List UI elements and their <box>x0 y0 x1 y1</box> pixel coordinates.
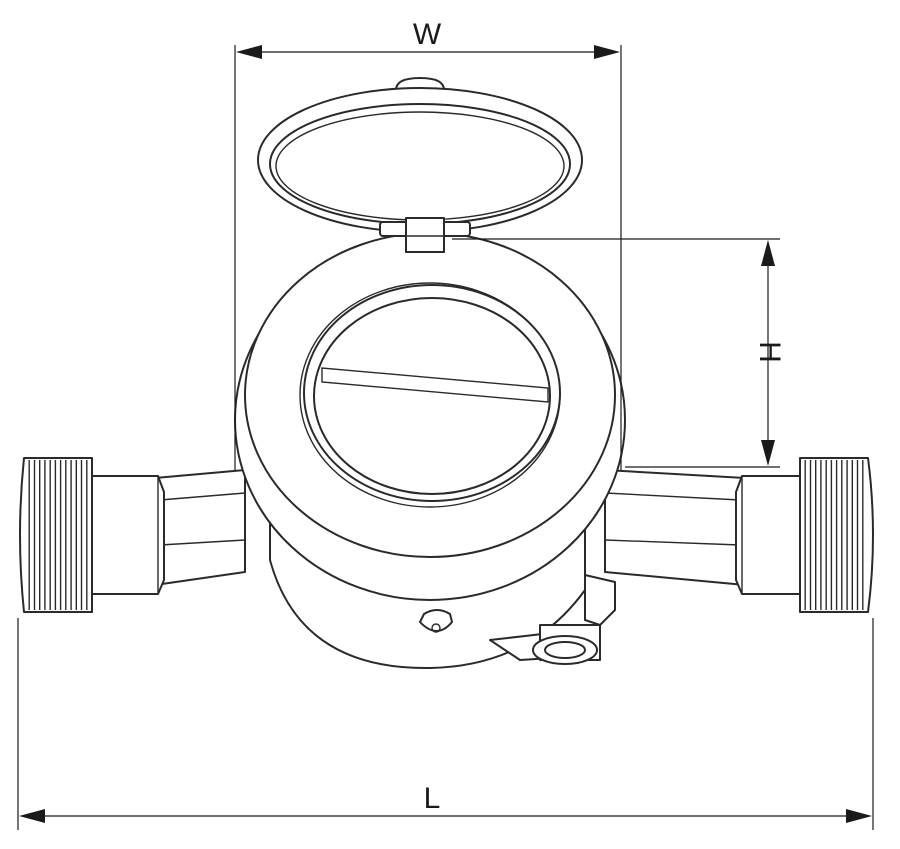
height-label: H <box>753 341 786 363</box>
w-arrow-left <box>236 45 262 59</box>
right-thread <box>799 457 874 613</box>
width-label: W <box>413 18 442 51</box>
l-arrow-right <box>846 809 872 823</box>
length-label: L <box>424 782 441 815</box>
meter-lid <box>257 77 583 253</box>
left-hex-nut <box>91 475 165 595</box>
dimension-width: W <box>234 18 622 470</box>
right-hex-nut <box>735 475 809 595</box>
w-arrow-right <box>594 45 620 59</box>
dimension-height: H <box>452 238 786 468</box>
meter-head <box>234 232 626 601</box>
dimension-length: L <box>17 618 874 830</box>
left-thread <box>19 457 93 613</box>
h-arrow-bottom <box>761 440 775 466</box>
l-arrow-left <box>19 809 45 823</box>
h-arrow-top <box>761 240 775 266</box>
